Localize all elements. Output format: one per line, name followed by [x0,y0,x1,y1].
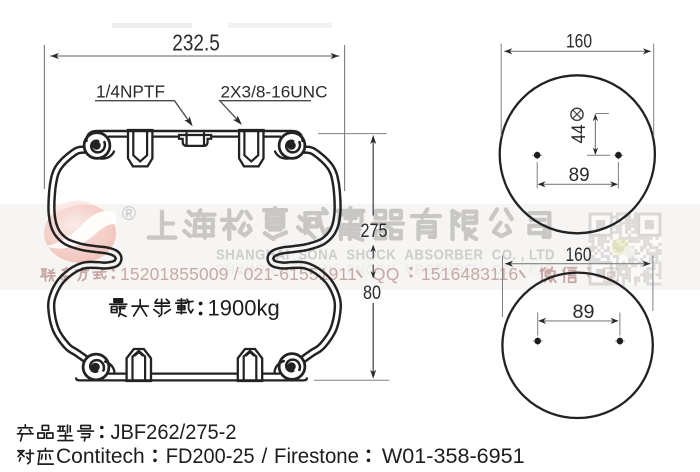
svg-text:2X3/8-16UNC: 2X3/8-16UNC [221,83,328,102]
svg-text:44: 44 [568,124,590,143]
svg-text:Contitech: Contitech [56,445,145,468]
svg-text:89: 89 [573,301,595,323]
svg-text:160: 160 [566,31,592,53]
svg-text:89: 89 [569,164,590,186]
svg-text:15201855009 / 021-61551911: 15201855009 / 021-61551911 [120,264,357,284]
svg-text:275: 275 [361,220,388,242]
svg-text:/: / [262,445,268,468]
svg-text:1/4NPTF: 1/4NPTF [96,82,165,102]
svg-text:SHANGHAI SONA SHOCK ABSORBE: SHANGHAI SONA SHOCK ABSORBER CO. , LTD [216,261,555,277]
svg-text:232.5: 232.5 [172,30,220,56]
svg-text:FD200-25: FD200-25 [166,445,255,468]
svg-text:®: ® [122,204,136,225]
svg-text:JBF262/275-2: JBF262/275-2 [111,421,237,444]
svg-text:QQ: QQ [372,264,400,284]
svg-text:1516483116: 1516483116 [421,264,518,284]
svg-text:W01-358-6951: W01-358-6951 [382,445,525,468]
svg-text:160: 160 [566,244,592,266]
svg-text:80: 80 [363,282,381,304]
svg-text:Firestone: Firestone [274,445,359,468]
svg-text:1900kg: 1900kg [208,296,280,321]
